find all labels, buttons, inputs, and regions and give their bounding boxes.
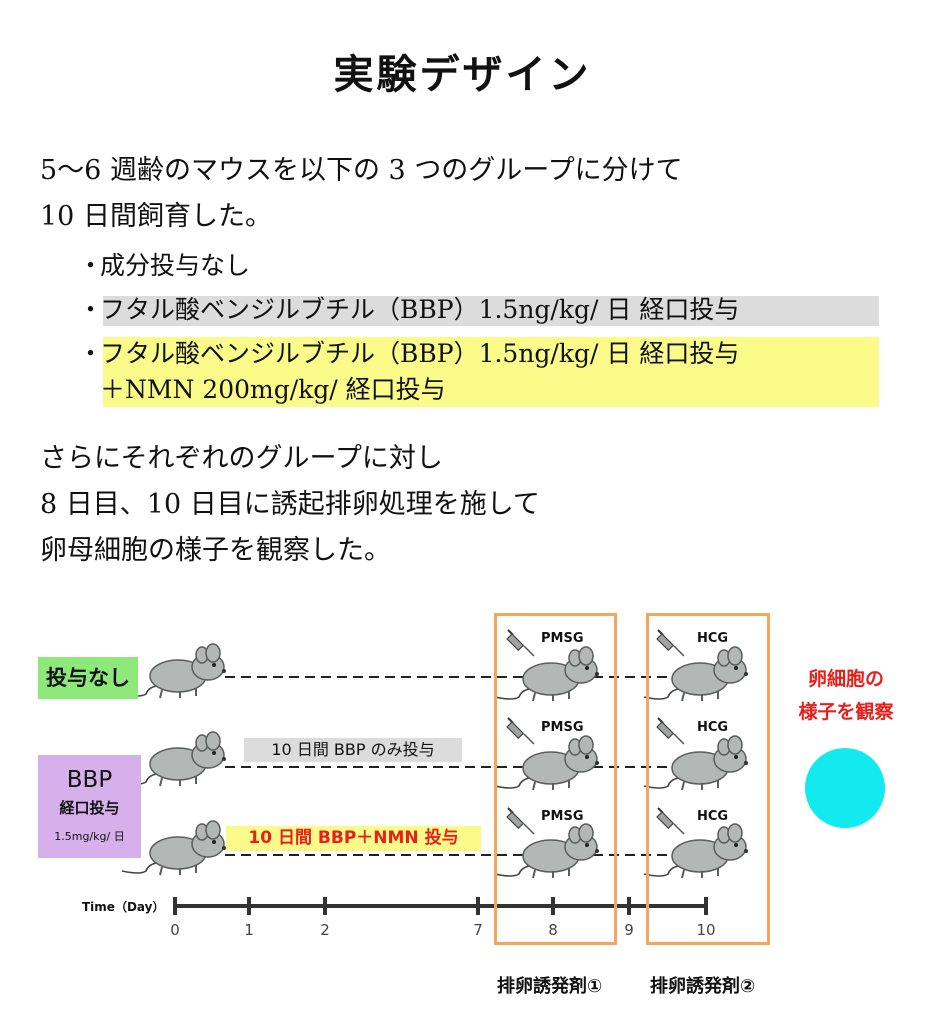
group-label-line2: ＋NMN 200mg/kg/ 経口投与 [100,375,446,404]
page-title: 実験デザイン [333,52,592,98]
drug-label: HCG [697,809,729,824]
egg-cell-icon [805,748,885,828]
group-item-bbp-nmn: ・フタル酸ベンジルブチル（BBP）1.5ng/kg/ 日 経口投与 ＋NMN 2… [78,336,739,408]
highlight-yellow [103,337,879,407]
outro-text: さらにそれぞれのグループに対し 8 日目、10 日目に誘起排卵処理を施して 卵母… [40,436,540,574]
bbp-tag-dose: 1.5mg/kg/ 日 [54,830,125,843]
group-label: 成分投与なし [100,251,251,280]
inducer-label-2: 排卵誘発剤② [650,976,756,997]
day-tick-label: 9 [624,921,634,939]
day-tick-label: 0 [170,921,180,939]
day-tick-label: 2 [320,921,330,939]
bullet-dot: ・ [78,295,104,324]
outro-line-3: 卵母細胞の様子を観察した。 [40,535,391,566]
drug-label: PMSG [541,720,584,735]
control-tag: 投与なし [38,657,138,699]
bbp-tag: BBP 経口投与 1.5mg/kg/ 日 [38,755,141,858]
intro-line-1: 5〜6 週齢のマウスを以下の 3 つのグループに分けて [40,155,683,186]
bbp-tag-title: BBP [66,767,113,793]
drug-label: PMSG [541,809,584,824]
highlight-gray [103,296,879,326]
bullet-dot: ・ [78,339,104,368]
day-tick-label: 10 [696,921,716,939]
bbp-tag-sub: 経口投与 [59,799,120,817]
drug-label: HCG [697,720,729,735]
group-label: フタル酸ベンジルブチル（BBP）1.5ng/kg/ 日 経口投与 [100,295,740,324]
row-label-bbp-only: 10 日間 BBP のみ投与 [244,738,462,762]
outro-line-2: 8 日目、10 日目に誘起排卵処理を施して [40,489,540,520]
hcg-box [646,613,770,945]
row-label-bbp-nmn: 10 日間 BBP＋NMN 投与 [226,826,481,851]
drug-label: PMSG [541,631,584,646]
intro-text: 5〜6 週齢のマウスを以下の 3 つのグループに分けて 10 日間飼育した。 [40,148,683,240]
time-axis-label: Time（Day） [82,900,165,914]
drug-label: HCG [697,631,729,646]
day-tick-label: 7 [473,921,483,939]
day-tick-label: 8 [548,921,558,939]
group-item-bbp: ・フタル酸ベンジルブチル（BBP）1.5ng/kg/ 日 経口投与 [78,292,739,328]
observe-line-2: 様子を観察 [798,701,894,723]
observe-label: 卵細胞の 様子を観察 [766,663,925,729]
outro-line-1: さらにそれぞれのグループに対し [40,443,443,474]
group-item-control: ・成分投与なし [78,248,250,284]
pmsg-box [494,613,617,945]
intro-line-2: 10 日間飼育した。 [40,201,272,232]
group-label: フタル酸ベンジルブチル（BBP）1.5ng/kg/ 日 経口投与 [100,339,740,368]
day-tick-label: 1 [244,921,254,939]
observe-line-1: 卵細胞の [807,668,884,690]
bullet-dot: ・ [78,251,104,280]
inducer-label-1: 排卵誘発剤① [497,976,603,997]
